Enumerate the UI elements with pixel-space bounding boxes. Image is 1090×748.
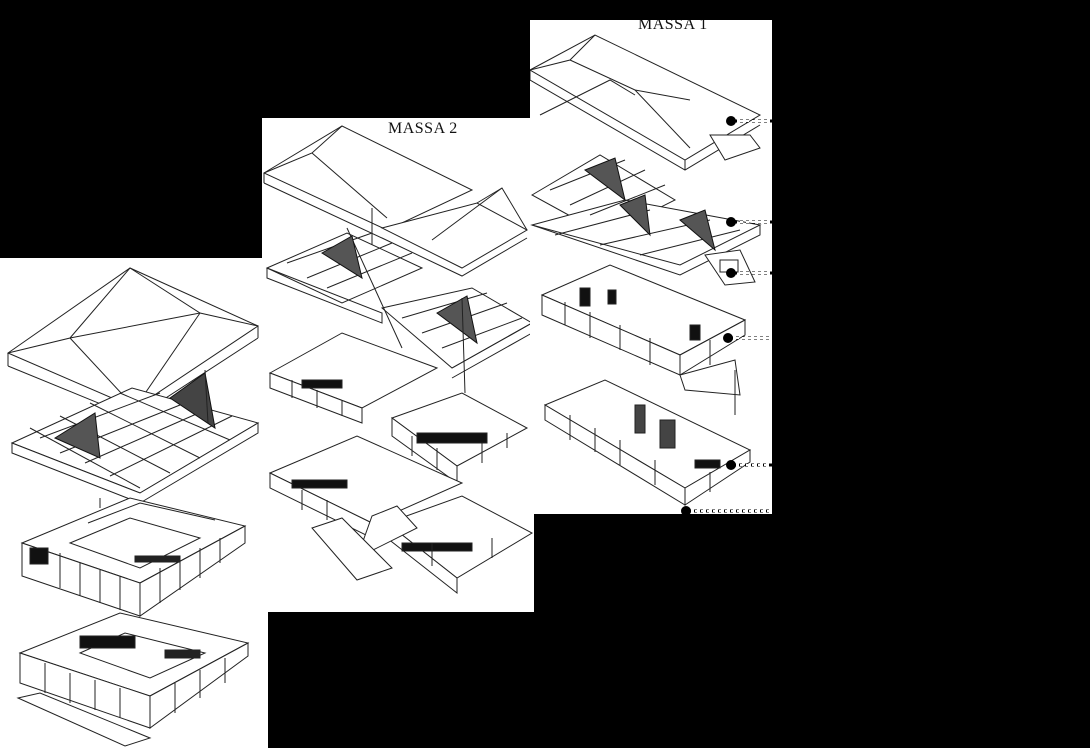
massa-2-panel: MASSA 2 xyxy=(262,118,534,612)
massa-1-roof xyxy=(530,34,762,171)
massa-1-ground-floor xyxy=(543,379,752,506)
massa-3-panel xyxy=(0,258,268,748)
massa-3-ground-floor xyxy=(16,612,250,747)
massa-2-roof-truss xyxy=(265,227,534,394)
massa-1-panel: MASSA 1 xyxy=(530,20,772,514)
massa-2-ground-floor xyxy=(268,435,534,595)
callout-dot-foundation xyxy=(681,506,691,516)
massa-1-title: MASSA 1 xyxy=(638,20,708,33)
massa-1-exploded-axonometric xyxy=(530,34,762,506)
callout-dot-entrance xyxy=(726,268,736,278)
massa-3-roof-truss xyxy=(10,369,260,508)
callout-dot-truss xyxy=(726,217,736,227)
massa-1-roof-truss xyxy=(530,154,762,286)
massa-3-upper-floor xyxy=(20,497,247,617)
massa-2-upper-floor xyxy=(268,332,529,484)
callout-dot-ground-floor xyxy=(726,460,736,470)
massa-3-exploded-axonometric xyxy=(6,267,260,747)
callout-dot-upper-floor xyxy=(723,333,733,343)
callout-dot-roof xyxy=(726,116,736,126)
massa-2-exploded-axonometric xyxy=(262,125,534,595)
massa-2-roof xyxy=(262,125,529,286)
massa-2-title: MASSA 2 xyxy=(388,120,458,137)
